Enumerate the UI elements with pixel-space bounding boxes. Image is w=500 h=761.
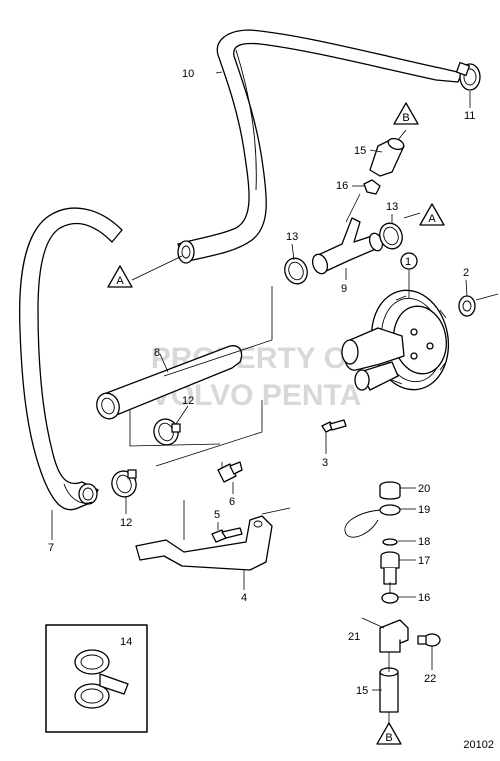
callout-7: 7 [48, 542, 54, 554]
seal-ring-19 [344, 504, 401, 538]
clamp-12-lower [111, 469, 137, 498]
callout-3: 3 [322, 457, 328, 469]
callout-20: 20 [418, 483, 430, 495]
callout-10: 10 [182, 68, 194, 80]
callout-9: 9 [341, 283, 347, 295]
clamp-13-right [379, 222, 403, 250]
callout-21: 21 [348, 631, 360, 643]
callout-4: 4 [241, 592, 247, 604]
callout-13-left: 13 [286, 231, 298, 243]
marker-b-bottom-label: B [385, 732, 392, 744]
pipe-9 [311, 217, 384, 275]
hose-7 [19, 207, 123, 511]
clamp-11 [455, 61, 481, 91]
callout-11: 11 [464, 110, 475, 122]
connector-16-bottom [381, 592, 399, 604]
callout-17: 17 [418, 555, 430, 567]
marker-b-top: B [393, 102, 419, 125]
callout-6: 6 [229, 496, 235, 508]
marker-b-bottom: B [376, 722, 402, 745]
callout-16-bottom: 16 [418, 592, 430, 604]
nipple-17 [380, 551, 400, 585]
bolt-5 [211, 527, 243, 543]
leader-lines [51, 71, 471, 724]
clamp-21 [361, 617, 409, 653]
callout-8: 8 [154, 347, 160, 359]
callout-22: 22 [424, 673, 436, 685]
marker-a-right-label: A [428, 213, 436, 225]
callout-13-right: 13 [386, 201, 398, 213]
clamp-12-upper [153, 418, 181, 446]
hose-10 [177, 29, 463, 264]
callout-12-lower: 12 [120, 517, 132, 529]
document-number: 20102 [463, 739, 494, 751]
screw-22 [417, 633, 441, 647]
marker-a-left: A [107, 265, 133, 288]
callout-15-top: 15 [354, 145, 366, 157]
marker-a-left-label: A [116, 275, 124, 287]
connector-16-top [345, 179, 381, 223]
plug-20 [379, 481, 401, 500]
callout-18: 18 [418, 536, 430, 548]
callout-19: 19 [418, 504, 430, 516]
marker-b-top-label: B [402, 112, 409, 124]
inset-box [45, 624, 148, 733]
callouts: 1 2 3 4 5 6 7 8 9 10 11 12 12 13 13 14 1… [48, 68, 475, 697]
callout-5: 5 [214, 509, 220, 521]
tube-15-top [369, 137, 405, 177]
fitting-6 [217, 461, 243, 483]
callout-15-bottom: 15 [356, 685, 368, 697]
marker-a-right: A [419, 203, 445, 226]
callout-1-circle [400, 252, 418, 270]
clamp-13-left [284, 257, 308, 285]
pump-assembly-1 [341, 289, 450, 391]
tube-15-bottom [379, 667, 399, 713]
callout-2: 2 [463, 267, 469, 279]
seal-2 [458, 293, 499, 317]
callout-16-top: 16 [336, 180, 348, 192]
bolt-3 [321, 419, 347, 433]
clip-14 [74, 649, 129, 709]
washer-18 [382, 538, 398, 546]
hose-8 [96, 345, 243, 420]
callout-1: 1 [405, 256, 411, 268]
callout-14: 14 [120, 636, 132, 648]
callout-12-upper: 12 [182, 395, 194, 407]
bracket-4 [135, 507, 291, 571]
